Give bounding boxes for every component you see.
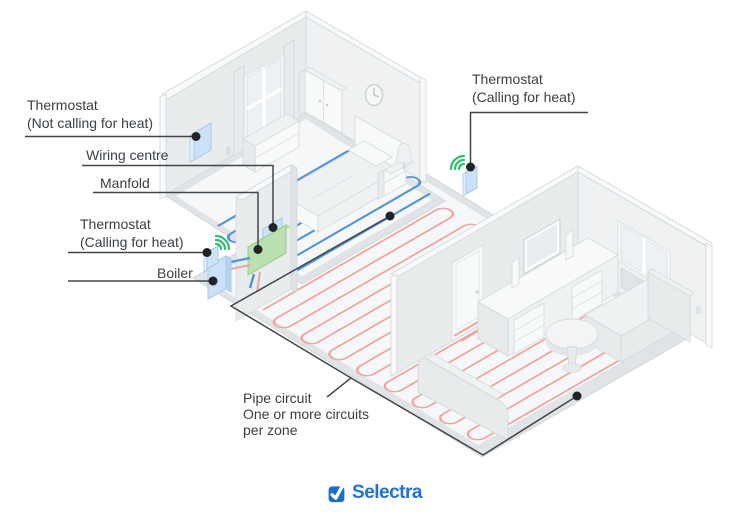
label-line: (Calling for heat): [472, 89, 576, 105]
clock: [364, 83, 384, 107]
sofa-left: [417, 353, 509, 441]
sofa-right: [584, 268, 695, 363]
tv-console: [477, 218, 619, 357]
label-line: One or more circuits: [243, 406, 370, 422]
divider-wall: [235, 164, 298, 322]
label-line: Thermostat: [472, 71, 543, 87]
label-line: per zone: [243, 422, 298, 438]
label-thermostat-calling-right: Thermostat (Calling for heat): [472, 70, 576, 106]
pillow: [347, 140, 393, 167]
light-switch: [226, 146, 231, 155]
anchor-dot: [572, 391, 582, 401]
thermostat-calling-right: [449, 154, 478, 197]
speaker-left: [511, 257, 520, 289]
label-line: Thermostat: [27, 97, 98, 113]
label-line: (Not calling for heat): [27, 115, 154, 131]
coffee-table: [545, 318, 599, 373]
curtain-left: [233, 65, 245, 157]
wall-outlet: [696, 306, 701, 314]
leader-lines: [25, 111, 588, 456]
speaker-right: [565, 229, 574, 261]
anchor-dot: [385, 211, 395, 221]
label-wiring-centre: Wiring centre: [86, 147, 169, 163]
wifi-icon: [214, 234, 231, 251]
logo-wordmark: Selectra: [352, 482, 422, 503]
supply-pipe-cold: [248, 273, 256, 289]
label-thermostat-not-calling: Thermostat (Not calling for heat): [27, 96, 153, 132]
leader-manifold: [93, 191, 259, 249]
checkmark-icon: [328, 483, 345, 503]
supply-pipe-hot: [256, 271, 261, 293]
leader-pipe-circuit-cold: [229, 215, 391, 398]
anchor-dot: [208, 276, 218, 286]
anchor-dot: [191, 132, 201, 141]
leader-thermostat-on-right: [469, 111, 588, 166]
label-boiler: Boiler: [157, 265, 193, 281]
leader-wiring-centre: [82, 164, 274, 227]
tv: [523, 218, 561, 275]
selectra-logo: Selectra: [0, 483, 750, 503]
label-line: Thermostat: [80, 216, 151, 232]
label-pipe-circuit: Pipe circuit One or more circuits per zo…: [243, 390, 369, 438]
thermostat-not-calling: [189, 122, 212, 163]
label-manifold: Manfold: [100, 175, 150, 191]
wifi-icon: [449, 154, 466, 171]
label-thermostat-calling-left: Thermostat (Calling for heat): [80, 215, 184, 251]
anchor-dot: [253, 245, 263, 254]
living-nw-wall: [390, 165, 579, 377]
label-line: (Calling for heat): [80, 234, 184, 250]
anchor-dot: [466, 162, 475, 172]
dresser: [242, 113, 300, 173]
anchor-dot: [268, 223, 278, 232]
table-lamp: [395, 143, 413, 170]
thermostat-calling-left: [203, 234, 231, 273]
wardrobe: [298, 66, 347, 134]
leader-pipe-circuit-hot: [350, 377, 578, 456]
anchor-dot: [202, 248, 212, 257]
label-line: Pipe circuit: [243, 390, 312, 406]
